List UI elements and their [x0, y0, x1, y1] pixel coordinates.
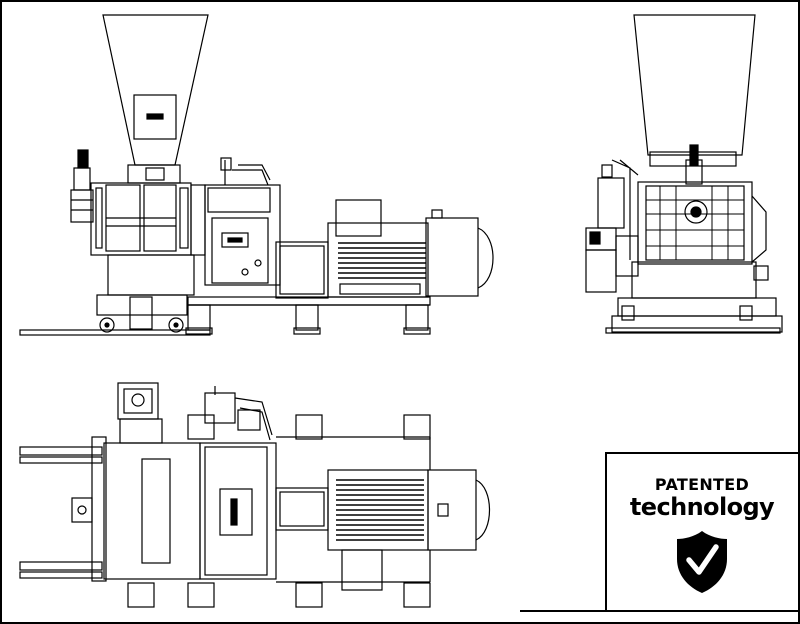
- badge-technology-text: technology: [629, 493, 775, 521]
- patent-badge: PATENTED technology: [606, 453, 798, 611]
- end-elevation-view: [585, 14, 783, 334]
- side-elevation-view: [19, 14, 494, 336]
- badge-patented-text: PATENTED: [654, 475, 750, 494]
- plan-view: [19, 382, 491, 608]
- badge-frame: [520, 452, 800, 612]
- shield-check-icon: [677, 531, 727, 593]
